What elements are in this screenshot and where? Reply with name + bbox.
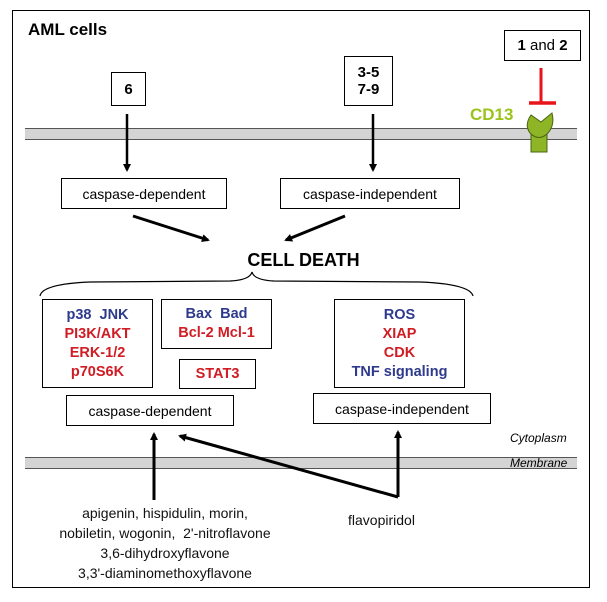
cell-death-label: CELL DEATH xyxy=(247,250,360,270)
upper-caspase-independent-box: caspase-independent xyxy=(280,178,460,209)
diagram-title: AML cells xyxy=(28,20,108,39)
target-p70s6k: p70S6K xyxy=(70,363,125,380)
lower-caspase-dependent-box: caspase-dependent xyxy=(66,395,234,426)
diagram-frame xyxy=(12,10,590,588)
upper-caspase-dependent-label: caspase-dependent xyxy=(82,185,206,202)
compound-line: 3,6-dihydroxyflavone xyxy=(100,545,230,561)
arrow-dependent-to-cell-death xyxy=(132,214,210,242)
flavonoid-compound-list: apigenin, hispidulin, morin, nobiletin, … xyxy=(30,503,300,583)
compound-box-1-2: 1 and 2 xyxy=(504,30,581,61)
upper-caspase-dependent-box: caspase-dependent xyxy=(61,178,227,209)
independent-target-box: ROS XIAP CDK TNF signaling xyxy=(334,299,465,388)
target-tnf-signaling: TNF signaling xyxy=(351,363,448,380)
top-membrane xyxy=(25,128,577,140)
cytoplasm-label: Cytoplasm xyxy=(510,431,567,445)
compound-1-label: 1 xyxy=(517,37,526,54)
target-bax-bad: Bax Bad xyxy=(185,306,248,322)
target-cdk: CDK xyxy=(383,344,416,361)
stat3-box: STAT3 xyxy=(179,359,256,389)
target-erk: ERK-1/2 xyxy=(69,344,126,361)
flavopiridol-label: flavopiridol xyxy=(348,512,415,528)
bcl2-family-box: Bax Bad Bcl-2 Mcl-1 xyxy=(161,299,272,349)
cd13-label: CD13 xyxy=(470,105,514,124)
cell-death-brace xyxy=(39,271,474,297)
compound-line: nobiletin, wogonin, 2'-nitroflavone xyxy=(59,525,271,541)
compound-7-9-label: 7-9 xyxy=(357,81,380,98)
arrow-flavopiridol-to-dependent xyxy=(178,433,399,499)
compound-box-3-9: 3-5 7-9 xyxy=(344,56,393,106)
target-pi3k-akt: PI3K/AKT xyxy=(64,325,131,342)
compound-2-label: 2 xyxy=(559,37,568,54)
target-xiap: XIAP xyxy=(382,325,417,342)
target-bcl2-mcl1: Bcl-2 Mcl-1 xyxy=(178,325,255,341)
target-stat3: STAT3 xyxy=(195,365,240,382)
target-p38-jnk: p38 JNK xyxy=(66,306,129,323)
compound-box-6: 6 xyxy=(111,72,146,106)
membrane-label: Membrane xyxy=(510,456,568,470)
lower-caspase-independent-label: caspase-independent xyxy=(335,400,469,417)
compound-line: apigenin, hispidulin, morin, xyxy=(82,505,248,521)
and-label: and xyxy=(525,37,560,54)
kinase-target-box: p38 JNK PI3K/AKT ERK-1/2 p70S6K xyxy=(42,299,153,388)
cd13-receptor-icon xyxy=(526,112,554,153)
compound-3-5-label: 3-5 xyxy=(357,64,380,81)
lower-caspase-dependent-label: caspase-dependent xyxy=(88,402,212,419)
compound-6-label: 6 xyxy=(124,80,133,98)
compound-line: 3,3'-diaminomethoxyflavone xyxy=(78,565,252,581)
arrow-independent-to-cell-death xyxy=(284,214,346,242)
lower-caspase-independent-box: caspase-independent xyxy=(313,393,491,424)
upper-caspase-independent-label: caspase-independent xyxy=(303,185,437,202)
target-ros: ROS xyxy=(383,306,416,323)
